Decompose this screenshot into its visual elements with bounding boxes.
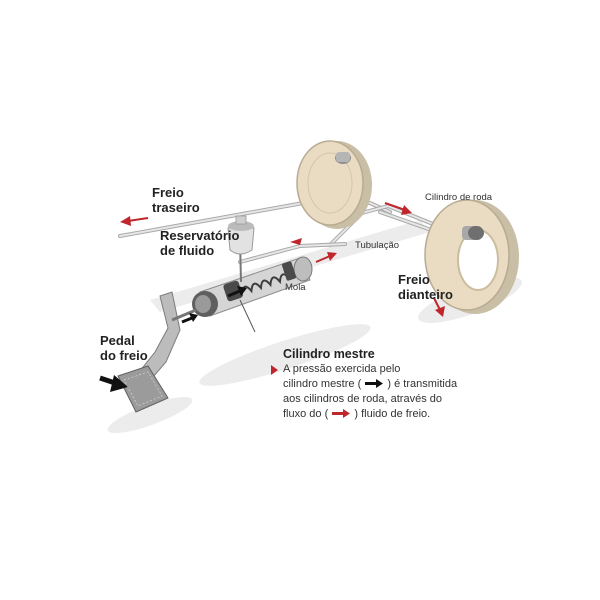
master-cylinder <box>192 256 313 333</box>
description-line-2: cilindro mestre ( ) é transmitida <box>283 377 493 392</box>
reservoir-label-line-2: de fluido <box>160 242 215 258</box>
rear-brake-label-line-2: traseiro <box>152 199 200 215</box>
fluid-reservoir <box>227 215 255 283</box>
rear-brake-label: Freio traseiro <box>152 185 200 216</box>
fluid-flow-arrows <box>120 202 445 317</box>
reservoir-label-line-1: Reservatório <box>160 228 240 243</box>
pressure-arrow-cylinder <box>227 286 247 298</box>
wheel-cylinder-label: Cilindro de roda <box>425 192 493 203</box>
front-brake-label: Freio dianteiro <box>398 272 453 303</box>
pedal-label: Pedal do freio <box>100 333 148 364</box>
front-brake-label-line-1: Freio <box>398 272 430 287</box>
red-arrow-icon <box>332 409 351 419</box>
spring-label: Mola <box>285 282 306 293</box>
pressure-arrow-pedal <box>99 375 128 392</box>
description-line-3: aos cilindros de roda, através do <box>283 392 442 405</box>
front-brake-label-line-2: dianteiro <box>398 286 453 302</box>
fluid-arrow-front <box>433 297 445 317</box>
description-line-1: A pressão exercida pelo <box>283 363 401 375</box>
fluid-arrow-rear <box>120 216 149 226</box>
pressure-arrow-rod <box>181 313 198 324</box>
tubing-label: Tubulação <box>355 240 400 251</box>
reservoir-label: Reservatório de fluido <box>160 228 240 259</box>
fluid-arrow-wheel-cylinder <box>384 202 412 215</box>
description-line-4: fluxo do ( ) fluido de freio. <box>283 407 493 422</box>
description-title: Cilindro mestre <box>283 347 375 361</box>
description-text: A pressão exercida pelo cilindro mestre … <box>283 362 493 421</box>
description-line-4-end: ) fluido de freio. <box>354 407 431 420</box>
description-line-2-start: cilindro mestre ( <box>283 377 362 390</box>
brake-pedal <box>117 291 197 413</box>
fluid-arrow-tubing <box>315 252 337 263</box>
description-line-2-end: ) é transmitida <box>387 377 458 390</box>
fluid-arrow-tubing-marker <box>290 238 302 245</box>
rear-brake-label-line-1: Freio <box>152 185 184 200</box>
description-line-4-start: fluxo do ( <box>283 407 329 420</box>
black-arrow-icon <box>365 379 384 389</box>
bullet-triangle-icon <box>271 365 278 375</box>
rear-brake-drum <box>296 140 372 229</box>
pedal-label-line-2: do freio <box>100 347 148 363</box>
pressure-arrows <box>99 286 247 392</box>
pedal-label-line-1: Pedal <box>100 333 135 348</box>
front-brake-drum <box>424 199 519 314</box>
